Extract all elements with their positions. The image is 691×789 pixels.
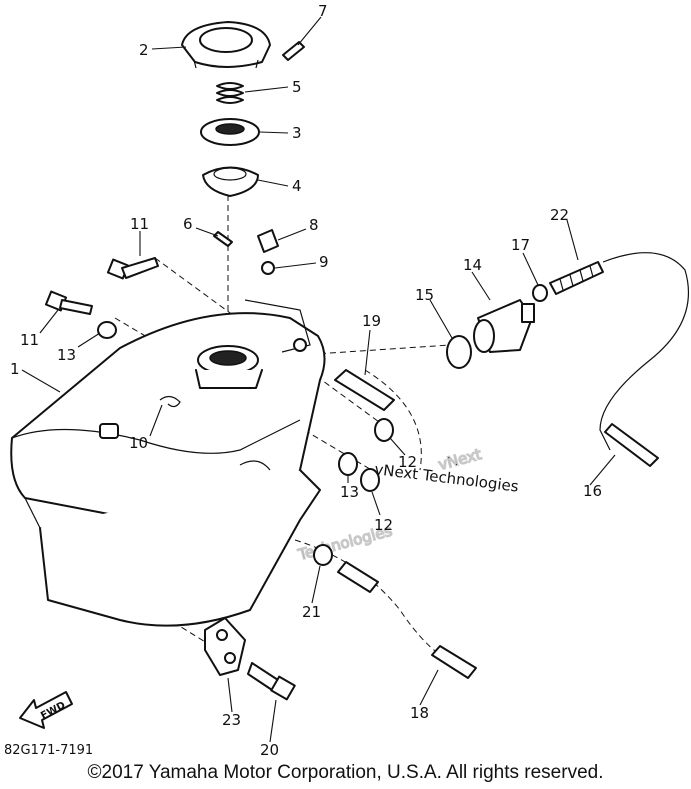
callout-11-lower: 11 [20,331,39,349]
part-fitting [532,284,548,302]
part-bolt-upper [106,257,159,280]
callout-17: 17 [511,236,530,254]
diagram-code: 82G171-7191 [4,743,93,758]
part-clamp-lower [360,468,380,492]
part-tank [10,299,326,627]
part-hose-16 [604,423,659,467]
part-hose-18 [431,645,477,679]
part-filter [549,261,604,295]
part-spring [216,82,244,104]
part-valve [473,299,535,353]
callout-9: 9 [319,253,329,271]
callout-19: 19 [362,312,381,330]
leader-lines [21,16,616,743]
callout-3: 3 [292,124,302,142]
callout-23: 23 [222,711,241,729]
callout-10: 10 [129,434,148,452]
part-gasket [202,166,259,197]
parts-diagram: vNext Technologies [4,2,689,759]
part-washer-left [97,321,117,339]
callout-13-left: 13 [57,346,76,364]
callout-12-upper: 12 [398,453,417,471]
fwd-arrow-icon: FWD [19,691,73,729]
part-hose-19 [334,369,395,411]
callout-8: 8 [309,216,319,234]
part-clamp-21 [313,544,333,566]
part-bolt-lower [44,290,93,315]
callout-11-upper: 11 [130,215,149,233]
fuel-line [599,252,689,451]
callout-5: 5 [292,78,302,96]
callout-labels: 2 7 5 3 4 6 8 9 11 11 13 1 10 19 15 14 1… [10,2,602,759]
part-clamp-upper [374,418,394,442]
part-cap [181,21,271,69]
callout-2: 2 [139,41,149,59]
callout-18: 18 [410,704,429,722]
callout-1: 1 [10,360,20,378]
part-bolt-20 [247,662,296,701]
callout-22: 22 [550,206,569,224]
callout-7: 7 [318,2,328,20]
part-washer-right [338,452,358,476]
callout-12-lower: 12 [374,516,393,534]
part-nut [261,261,275,275]
part-plate [204,617,246,676]
part-pin [282,41,305,61]
callout-20: 20 [260,741,279,759]
callout-21: 21 [302,603,321,621]
part-oring [446,335,472,369]
part-clip [213,231,233,247]
callout-13-right: 13 [340,483,359,501]
copyright-notice: ©2017 Yamaha Motor Corporation, U.S.A. A… [87,762,604,783]
callout-16: 16 [583,482,602,500]
part-clip-tank [159,395,181,408]
part-bracket [257,229,279,253]
callout-15: 15 [415,286,434,304]
callout-14: 14 [463,256,482,274]
callout-6: 6 [183,215,193,233]
callout-4: 4 [292,177,302,195]
part-ring [200,118,260,146]
part-hose-lower [337,561,379,593]
